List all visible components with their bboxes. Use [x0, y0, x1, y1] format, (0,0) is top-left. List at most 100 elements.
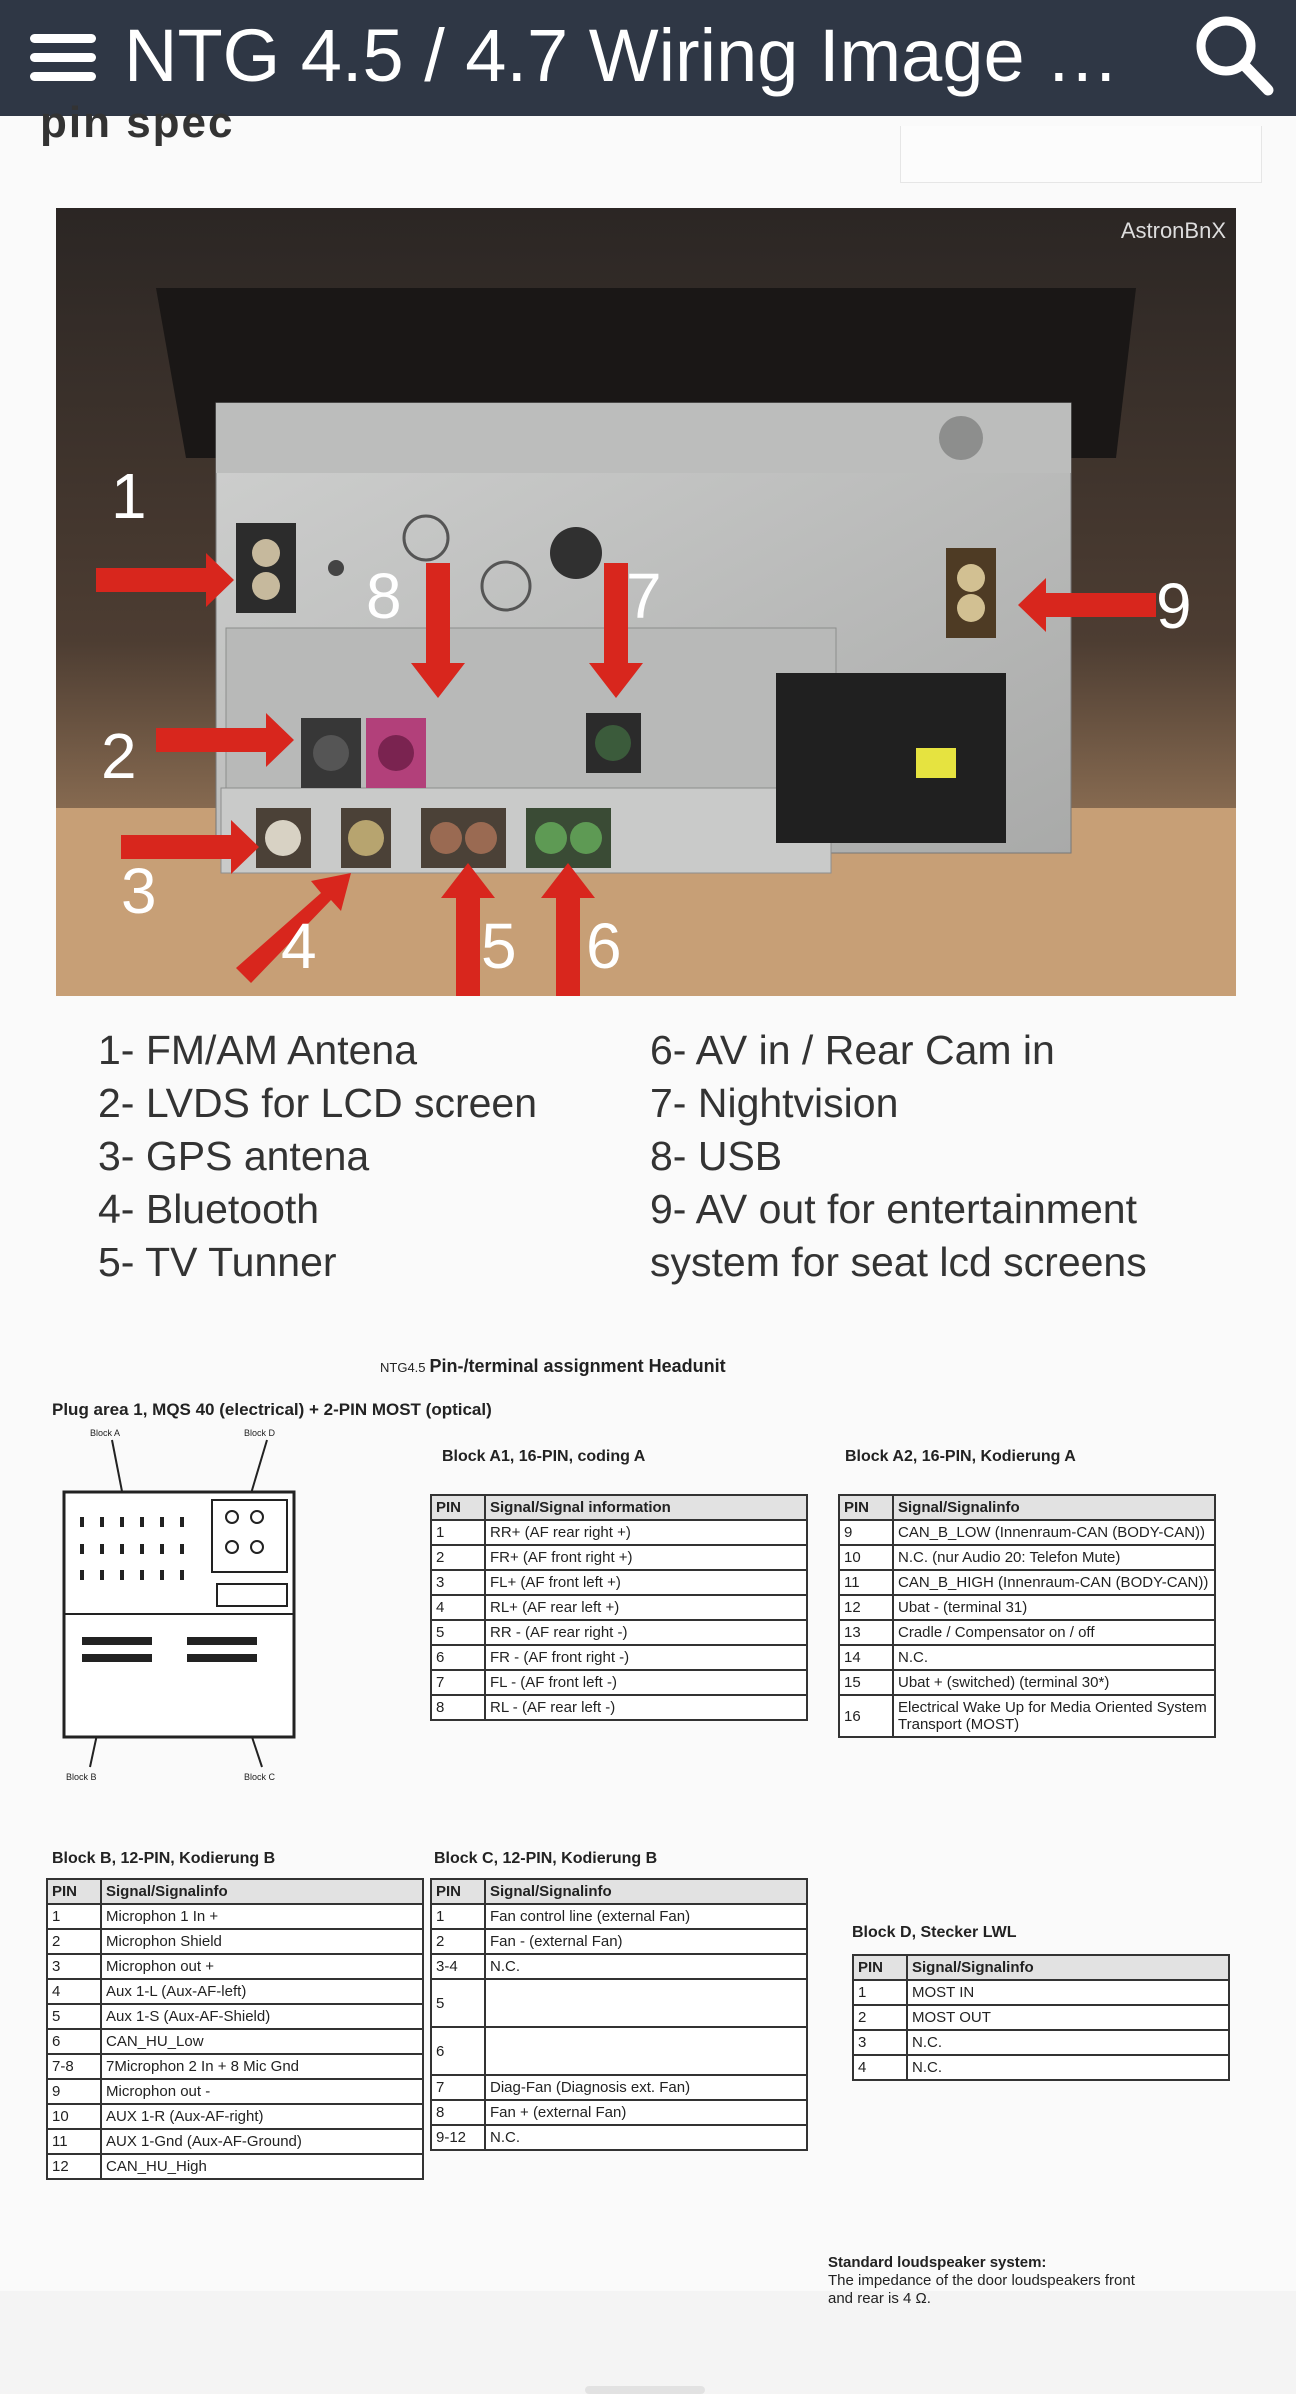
pin-cell: 3 [852, 2029, 908, 2056]
pin-cell: 7 [430, 1669, 486, 1696]
signal-cell: N.C. [892, 1644, 1216, 1671]
pin-cell: 14 [838, 1644, 894, 1671]
photo-number-5: 5 [481, 910, 517, 982]
signal-cell: Aux 1-L (Aux-AF-left) [100, 1978, 424, 2005]
signal-cell: Aux 1-S (Aux-AF-Shield) [100, 2003, 424, 2030]
diagram-label-block-d: Block D [244, 1428, 276, 1438]
diagram-label-block-c: Block C [244, 1772, 276, 1782]
pin-cell: 3 [430, 1569, 486, 1596]
column-header: PIN [430, 1494, 486, 1521]
search-icon [1196, 16, 1274, 96]
signal-cell: FR - (AF front right -) [484, 1644, 808, 1671]
photo-number-1: 1 [111, 460, 147, 532]
pin-cell: 12 [838, 1594, 894, 1621]
connector-legend-left: 1- FM/AM Antena 2- LVDS for LCD screen 3… [98, 1024, 537, 1289]
column-header: Signal/Signalinfo [892, 1494, 1216, 1521]
legend-item: 5- TV Tunner [98, 1239, 337, 1285]
block-a1-title: Block A1, 16-PIN, coding A [442, 1448, 646, 1465]
signal-cell: AUX 1-R (Aux-AF-right) [100, 2103, 424, 2130]
menu-button[interactable] [28, 22, 100, 94]
signal-cell: N.C. [906, 2029, 1230, 2056]
pin-cell: 12 [46, 2153, 102, 2180]
signal-cell: N.C. [484, 1953, 808, 1980]
signal-cell: Fan - (external Fan) [484, 1928, 808, 1955]
signal-cell: Microphon 1 In + [100, 1903, 424, 1930]
signal-cell: CAN_B_LOW (Innenraum-CAN (BODY-CAN)) [892, 1519, 1216, 1546]
column-header: PIN [852, 1954, 908, 1981]
pin-cell: 8 [430, 2099, 486, 2126]
column-header: Signal/Signalinfo [100, 1878, 424, 1905]
signal-cell: Microphon out - [100, 2078, 424, 2105]
photo-number-6: 6 [586, 910, 622, 982]
photo-number-4: 4 [281, 910, 317, 982]
signal-cell: Fan + (external Fan) [484, 2099, 808, 2126]
signal-cell: CAN_B_HIGH (Innenraum-CAN (BODY-CAN)) [892, 1569, 1216, 1596]
pin-cell: 9 [838, 1519, 894, 1546]
speaker-note-text-1: The impedance of the door loudspeakers f… [828, 2272, 1135, 2289]
pin-cell: 2 [46, 1928, 102, 1955]
pin-cell: 1 [430, 1903, 486, 1930]
scroll-fragment [585, 2386, 705, 2394]
pin-cell: 16 [838, 1694, 894, 1738]
legend-item: system for seat lcd screens [650, 1239, 1147, 1285]
signal-cell: FL+ (AF front left +) [484, 1569, 808, 1596]
signal-cell: Fan control line (external Fan) [484, 1903, 808, 1930]
legend-item: 6- AV in / Rear Cam in [650, 1027, 1055, 1073]
signal-cell: Cradle / Compensator on / off [892, 1619, 1216, 1646]
legend-item: 7- Nightvision [650, 1080, 899, 1126]
table-row: 5 [430, 1978, 808, 2028]
pin-cell: 13 [838, 1619, 894, 1646]
signal-cell: AUX 1-Gnd (Aux-AF-Ground) [100, 2128, 424, 2155]
signal-cell: Microphon out + [100, 1953, 424, 1980]
pin-title-prefix: NTG4.5 [380, 1360, 426, 1375]
signal-cell: Diag-Fan (Diagnosis ext. Fan) [484, 2074, 808, 2101]
plug-area-caption: Plug area 1, MQS 40 (electrical) + 2-PIN… [52, 1400, 492, 1419]
column-header: PIN [838, 1494, 894, 1521]
hamburger-icon [30, 34, 96, 43]
pin-cell: 10 [838, 1544, 894, 1571]
signal-cell: MOST IN [906, 1979, 1230, 2006]
photo-number-9: 9 [1156, 570, 1192, 642]
pin-cell: 15 [838, 1669, 894, 1696]
pin-cell: 2 [852, 2004, 908, 2031]
signal-cell: MOST OUT [906, 2004, 1230, 2031]
legend-item: 3- GPS antena [98, 1133, 370, 1179]
pin-cell: 1 [46, 1903, 102, 1930]
pin-cell: 1 [430, 1519, 486, 1546]
pin-cell: 9 [46, 2078, 102, 2105]
photo-number-8: 8 [366, 560, 402, 632]
signal-cell: N.C. (nur Audio 20: Telefon Mute) [892, 1544, 1216, 1571]
pin-cell: 2 [430, 1928, 486, 1955]
search-button[interactable] [1188, 10, 1278, 100]
signal-cell: Ubat + (switched) (terminal 30*) [892, 1669, 1216, 1696]
signal-cell: RL+ (AF rear left +) [484, 1594, 808, 1621]
photo-watermark: AstronBnX [1121, 218, 1226, 243]
diagram-label-block-a: Block A [90, 1428, 120, 1438]
signal-cell: CAN_HU_High [100, 2153, 424, 2180]
pin-cell: 1 [852, 1979, 908, 2006]
block-d-title: Block D, Stecker LWL [852, 1924, 1017, 1941]
